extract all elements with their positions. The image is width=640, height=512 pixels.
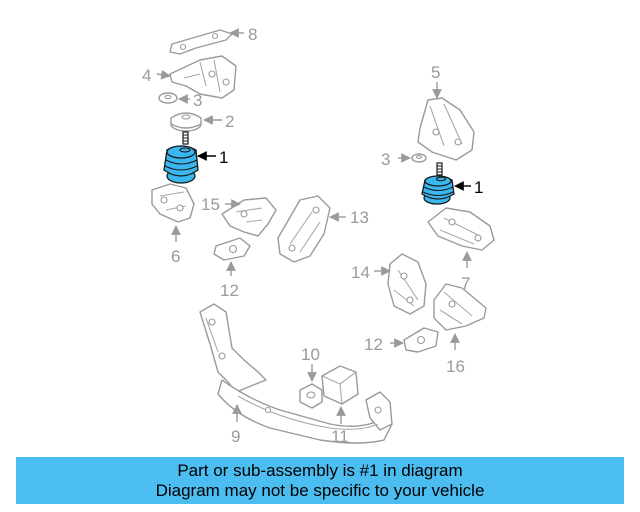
callout-8: 8 (248, 25, 257, 44)
part-16-bracket (433, 283, 487, 331)
callout-14: 14 (351, 263, 370, 282)
part-7-bracket (427, 207, 495, 251)
part-5-bracket (417, 97, 475, 161)
callout-11: 11 (331, 427, 349, 446)
callout-9: 9 (231, 427, 240, 446)
part-9-crossmember (199, 303, 393, 444)
part-1-engine-mount-right (421, 162, 455, 205)
callout-7: 7 (461, 274, 470, 293)
part-12-pad-right (403, 327, 439, 353)
callout-15: 15 (201, 195, 220, 214)
leader-4 (156, 69, 171, 80)
callout-2: 2 (225, 112, 234, 131)
callout-10: 10 (301, 345, 320, 364)
banner-line-2: Diagram may not be specific to your vehi… (155, 480, 485, 500)
callout-16: 16 (446, 357, 465, 376)
callout-4: 4 (142, 66, 151, 85)
part-4-bracket (169, 55, 237, 99)
callout-6: 6 (171, 247, 180, 266)
part-11-mount-block (321, 365, 359, 405)
part-3-washer-right (411, 153, 427, 163)
callout-13: 13 (350, 208, 369, 227)
callout-3-left: 3 (193, 91, 202, 110)
part-12-pad-left (213, 237, 251, 261)
callout-3-right: 3 (381, 150, 390, 169)
callout-5: 5 (431, 63, 440, 82)
part-1-engine-mount-left (163, 131, 199, 184)
part-2-cushion (170, 112, 202, 132)
part-10-bushing (299, 383, 323, 409)
info-banner: Part or sub-assembly is #1 in diagram Di… (16, 457, 624, 504)
part-3-washer-left (158, 92, 178, 104)
part-8-bracket (169, 29, 233, 55)
callout-12-right: 12 (364, 335, 383, 354)
banner-line-1: Part or sub-assembly is #1 in diagram (177, 460, 463, 480)
part-14-bracket (387, 253, 427, 315)
callout-1-right: 1 (474, 178, 483, 197)
callout-12-left: 12 (220, 281, 239, 300)
callout-1-left: 1 (219, 148, 228, 167)
part-6-bracket (151, 183, 195, 223)
part-13-bracket (277, 195, 331, 263)
